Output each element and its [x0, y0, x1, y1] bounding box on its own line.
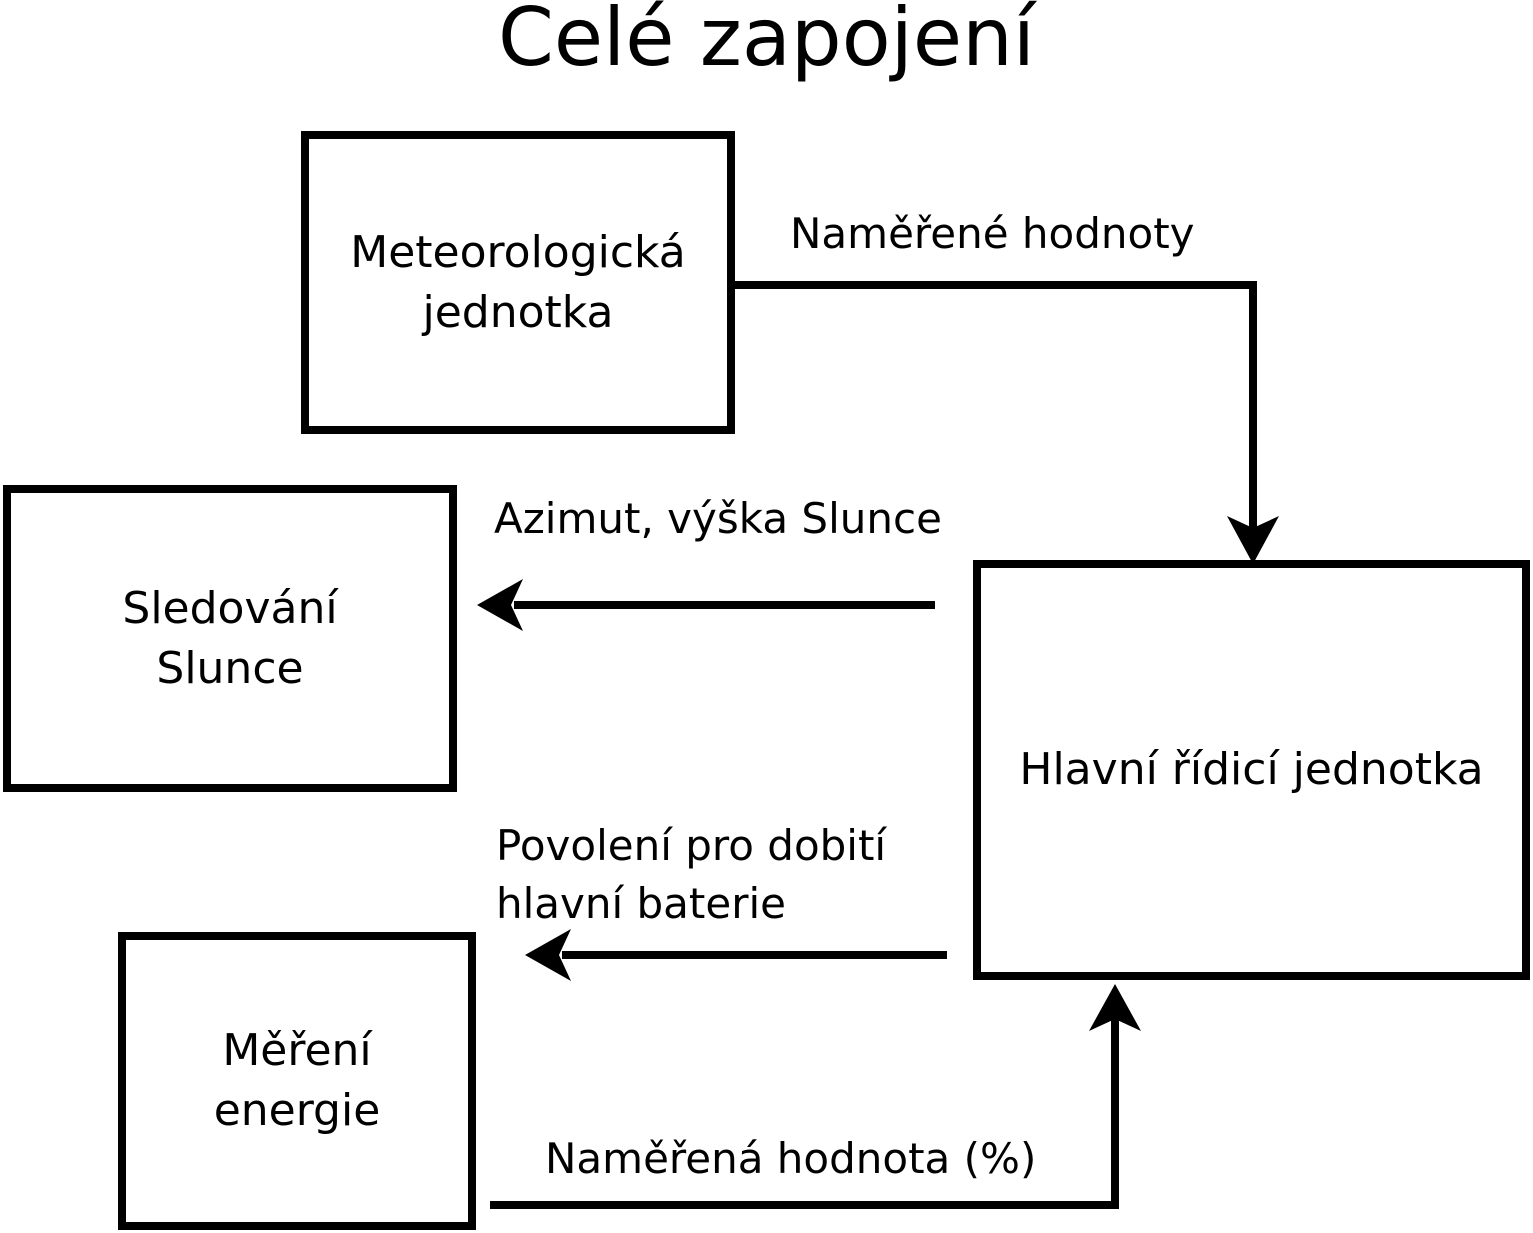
- arrow-head-left-icon: [525, 929, 571, 981]
- node-energy-measurement: Měření energie: [118, 932, 476, 1230]
- arrow-head-up-icon: [1089, 984, 1141, 1031]
- edge-label-charge-permission: Povolení pro dobití hlavní baterie: [496, 821, 887, 928]
- node-meteorological-unit: Meteorologická jednotka: [301, 131, 735, 434]
- edge-label-sun-position: Azimut, výška Slunce: [494, 494, 942, 543]
- edge-label-measured-values: Naměřené hodnoty: [790, 209, 1195, 258]
- arrow-head-left-icon: [477, 579, 523, 631]
- diagram-title: Celé zapojení: [497, 0, 1036, 84]
- edge-label-measured-percent: Naměřená hodnota (%): [545, 1134, 1037, 1183]
- arrow-head-down-icon: [1227, 516, 1279, 564]
- edge-charge-permission-arrow: [525, 929, 947, 981]
- edge-sun-position-arrow: [477, 579, 935, 631]
- node-sun-tracking: Sledování Slunce: [3, 485, 457, 792]
- node-main-control-unit: Hlavní řídicí jednotka: [973, 560, 1530, 980]
